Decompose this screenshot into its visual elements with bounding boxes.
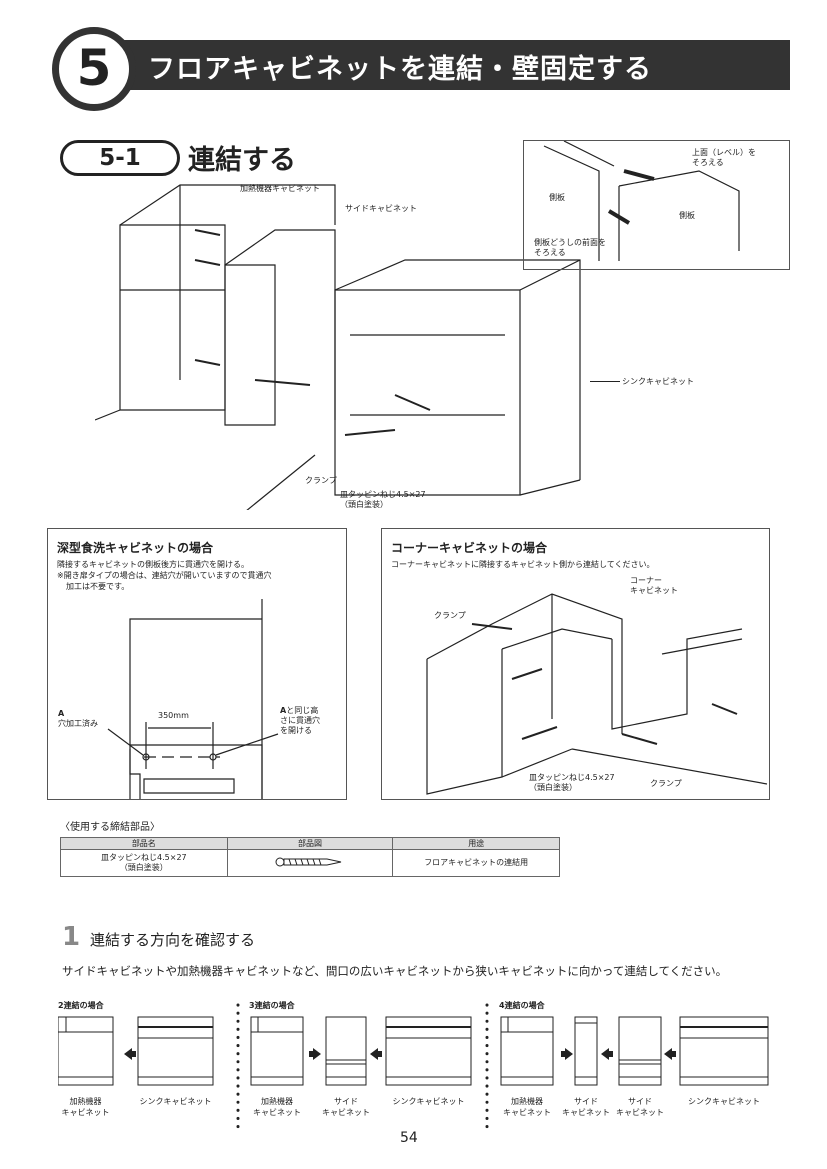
corner-box-title: コーナーキャビネットの場合 xyxy=(391,541,548,555)
cabinet-label: 加熱機器キャビネット xyxy=(253,1097,301,1117)
part-diagram xyxy=(226,849,394,877)
corner-cabinet-box: コーナーキャビネットの場合 コーナーキャビネットに隣接するキャビネット側から連結… xyxy=(381,528,770,800)
corner-screw-label: 皿タッピンねじ4.5×27（頭白塗装） xyxy=(529,773,615,792)
dishwasher-box-title: 深型食洗キャビネットの場合 xyxy=(57,541,214,555)
step-title: 連結する方向を確認する xyxy=(90,931,256,949)
diagram-title-4: 4連結の場合 xyxy=(499,1001,545,1010)
direction-arrows xyxy=(124,1048,676,1060)
section-number-badge: 5 xyxy=(52,27,136,111)
dimension-350mm: 350mm xyxy=(158,711,189,720)
sink-leader-line xyxy=(590,381,620,382)
column-header: 用途 xyxy=(392,837,560,850)
diagram-title-2: 2連結の場合 xyxy=(58,1001,104,1010)
diagram-title-3: 3連結の場合 xyxy=(249,1001,295,1010)
cabinet-label: シンクキャビネット xyxy=(139,1097,212,1106)
cabinet-label: サイドキャビネット xyxy=(322,1097,370,1117)
inset-side-left-label: 側板 xyxy=(549,193,565,202)
cabinet-connection-illustration xyxy=(95,180,595,510)
inset-side-right-label: 側板 xyxy=(679,211,695,220)
section-header-bar xyxy=(95,40,790,90)
dishwasher-box-text: 隣接するキャビネットの側板後方に貫通穴を開ける。※開き扉タイプの場合は、連結穴が… xyxy=(57,560,272,591)
sink-cabinet-label: シンクキャビネット xyxy=(622,377,694,386)
column-header: 部品名 xyxy=(60,837,228,850)
column-header: 部品図 xyxy=(226,837,394,850)
alignment-inset: 上面（レベル）をそろえる 側板 側板 側板どうしの前面をそろえる xyxy=(523,140,790,270)
parts-table: 部品名 部品図 用途 皿タッピンねじ4.5×27（頭白塗装） フロアキャビネット… xyxy=(60,837,560,877)
cabinet-label: シンクキャビネット xyxy=(392,1097,465,1106)
parts-heading: 〈使用する締結部品〉 xyxy=(60,822,160,833)
corner-clamp-bottom-label: クランプ xyxy=(650,779,682,788)
corner-box-text: コーナーキャビネットに隣接するキャビネット側から連結してください。 xyxy=(391,560,655,569)
through-hole-label: Aと同じ高さに貫通穴を開ける xyxy=(280,706,320,735)
cabinet-label: シンクキャビネット xyxy=(688,1097,760,1106)
cabinet-label: 加熱機器キャビネット xyxy=(61,1097,110,1117)
cabinet-label: サイドキャビネット xyxy=(616,1097,664,1117)
section-title: フロアキャビネットを連結・壁固定する xyxy=(148,54,652,85)
part-use: フロアキャビネットの連結用 xyxy=(392,849,560,877)
connection-order-diagrams: 2連結の場合 3連結の場合 4連結の場合 加熱機器キャビネット シンクキャビネッ… xyxy=(58,1000,778,1130)
heating-cabinet-label: 加熱機器キャビネット xyxy=(240,184,320,193)
step-description: サイドキャビネットや加熱機器キャビネットなど、間口の広いキャビネットから狭いキャ… xyxy=(62,964,728,978)
corner-cabinet-label: コーナーキャビネット xyxy=(630,576,678,595)
screw-icon xyxy=(275,857,345,867)
side-cabinet-label: サイドキャビネット xyxy=(345,204,417,213)
cabinet-label: サイドキャビネット xyxy=(562,1097,610,1117)
table-row: 皿タッピンねじ4.5×27（頭白塗装） フロアキャビネットの連結用 xyxy=(60,849,560,877)
inset-top-label: 上面（レベル）をそろえる xyxy=(692,148,756,167)
inset-front-label: 側板どうしの前面をそろえる xyxy=(534,238,606,257)
dishwasher-cabinet-box: 深型食洗キャビネットの場合 隣接するキャビネットの側板後方に貫通穴を開ける。※開… xyxy=(47,528,347,800)
page-number: 54 xyxy=(400,1130,418,1146)
cabinet-label: 加熱機器キャビネット xyxy=(503,1097,551,1117)
part-name: 皿タッピンねじ4.5×27（頭白塗装） xyxy=(60,849,228,877)
subsection-title: 連結する xyxy=(188,145,296,176)
screw-label: 皿タッピンねじ4.5×27（頭白塗装） xyxy=(340,490,426,509)
cabinet-diagrams xyxy=(58,1000,778,1130)
subsection-number: 5-1 xyxy=(60,140,180,176)
step-number: 1 xyxy=(62,922,81,952)
corner-clamp-top-label: クランプ xyxy=(434,611,466,620)
clamp-label: クランプ xyxy=(305,476,337,485)
